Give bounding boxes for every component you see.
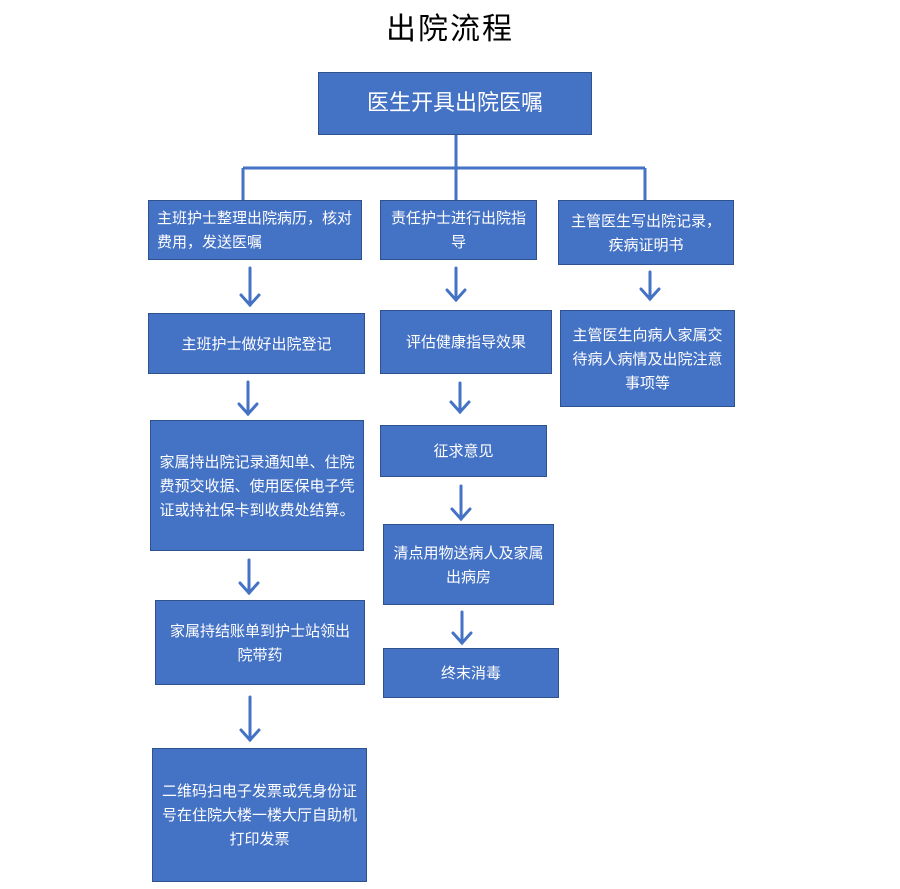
node-middle-1: 责任护士进行出院指导	[380, 200, 537, 260]
arrow-middle-4	[451, 610, 473, 646]
node-middle-2: 评估健康指导效果	[380, 310, 552, 374]
arrow-left-3	[238, 558, 260, 596]
node-left-2: 主班护士做好出院登记	[148, 313, 365, 374]
arrow-left-4	[239, 695, 261, 743]
arrow-right-1	[639, 270, 661, 302]
node-discharge-order: 医生开具出院医嘱	[318, 72, 592, 135]
node-middle-5: 终末消毒	[383, 648, 559, 698]
arrow-middle-3	[450, 484, 472, 522]
arrow-left-1	[239, 266, 261, 308]
arrow-middle-2	[449, 381, 471, 415]
node-left-3: 家属持出院记录通知单、住院费预交收据、使用医保电子凭证或持社保卡到收费处结算。	[150, 420, 364, 551]
node-right-1: 主管医生写出院记录，疾病证明书	[558, 200, 734, 265]
node-left-1: 主班护士整理出院病历，核对费用，发送医嘱	[148, 200, 362, 260]
node-left-5: 二维码扫电子发票或凭身份证号在住院大楼一楼大厅自助机打印发票	[152, 748, 367, 882]
node-left-4: 家属持结账单到护士站领出院带药	[155, 600, 365, 685]
arrow-left-2	[237, 380, 259, 417]
page-title: 出院流程	[386, 12, 514, 47]
node-middle-4: 清点用物送病人及家属出病房	[383, 524, 554, 605]
node-middle-3: 征求意见	[380, 425, 547, 477]
node-right-2: 主管医生向病人家属交待病人病情及出院注意事项等	[560, 310, 735, 407]
arrow-middle-1	[445, 266, 467, 303]
